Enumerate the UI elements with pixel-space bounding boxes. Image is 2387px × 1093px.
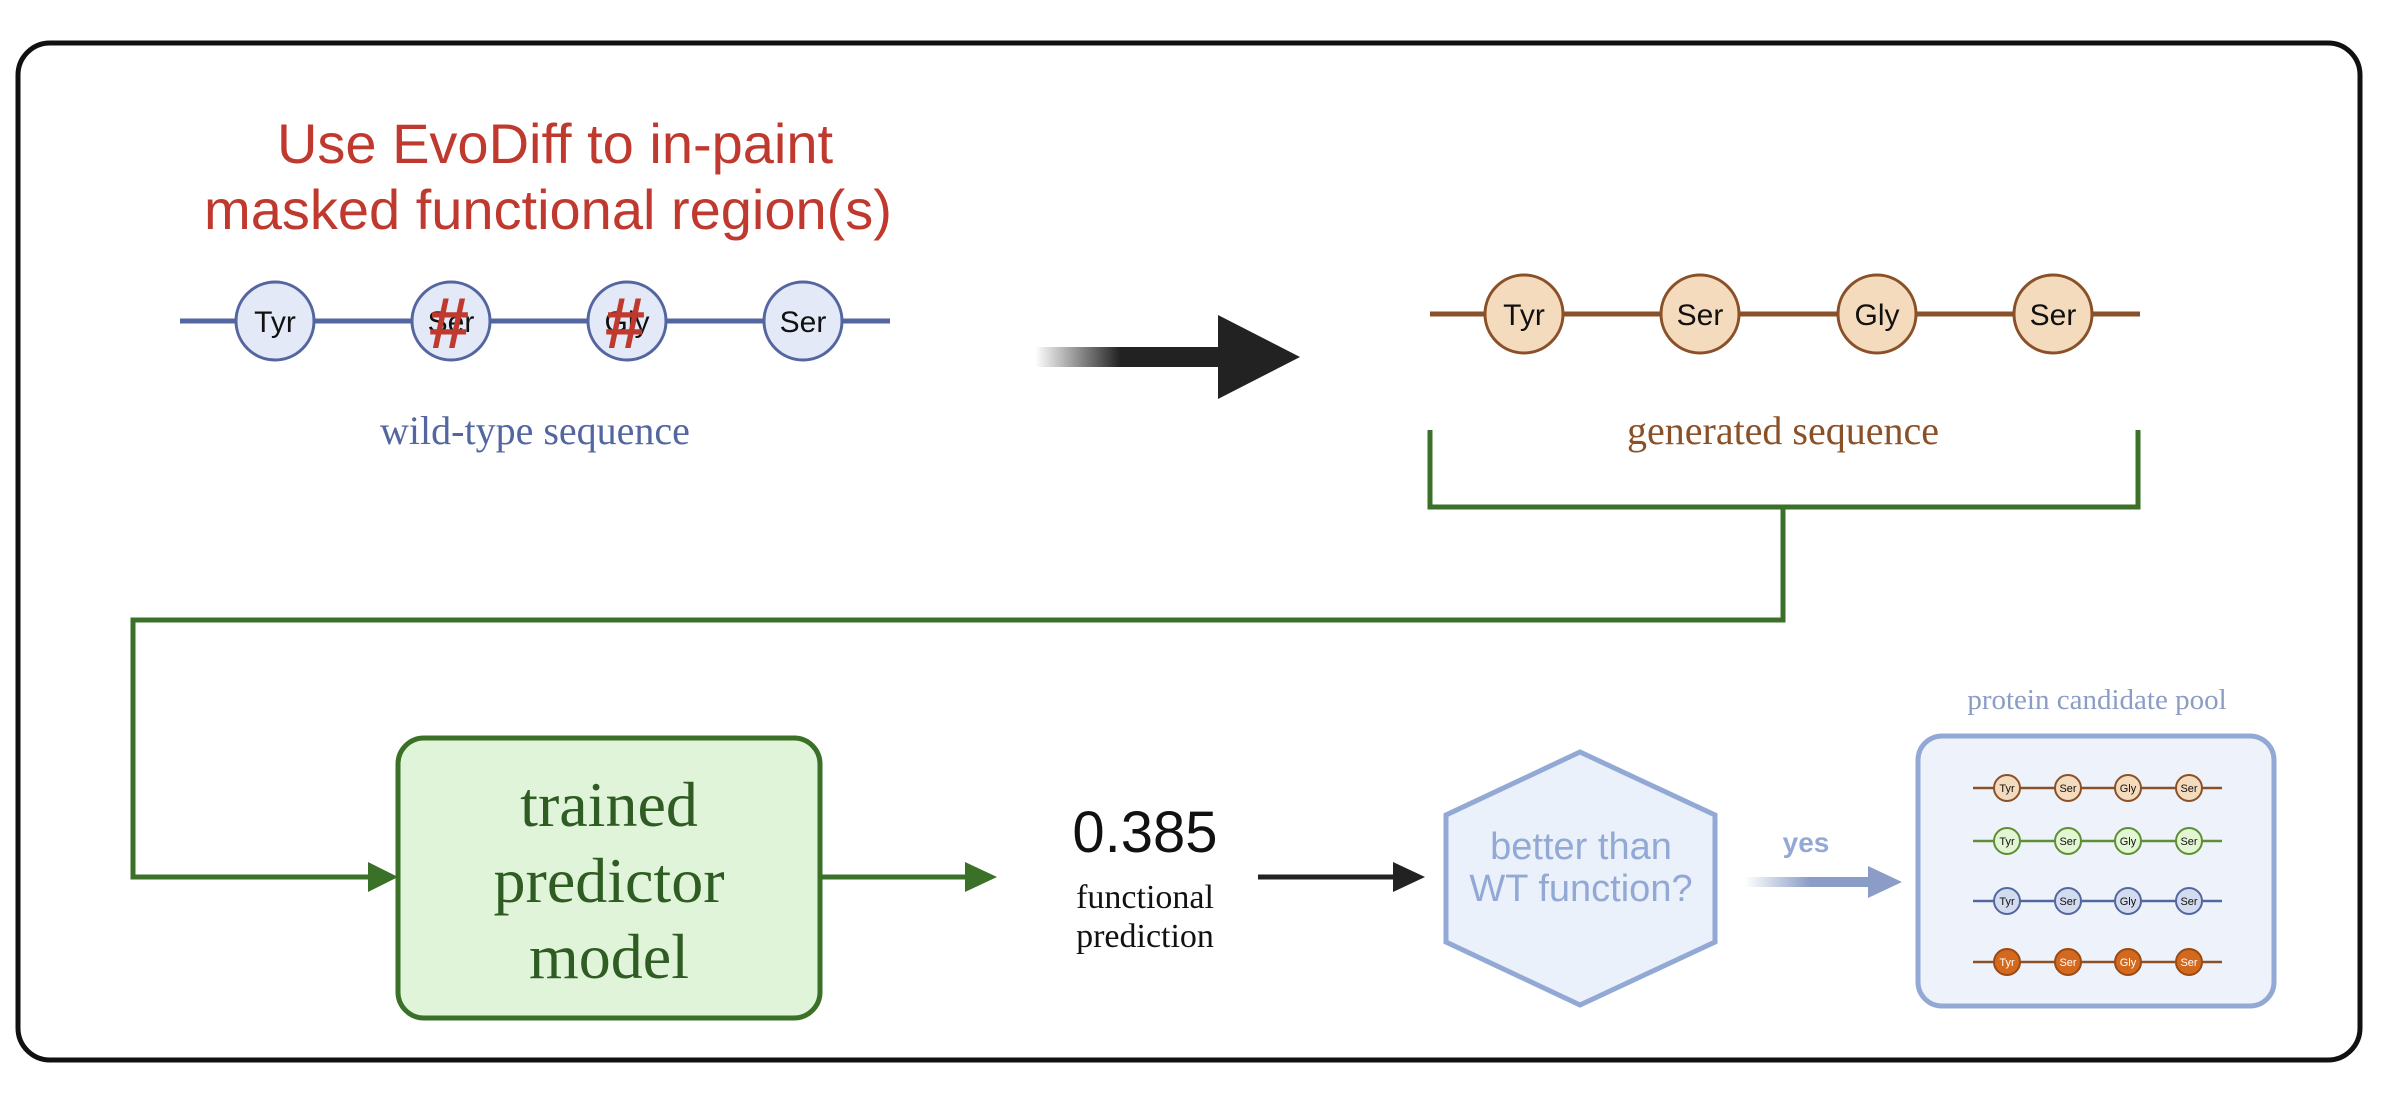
connector-line: [130, 507, 1786, 880]
gen-residue-1-label: Tyr: [1503, 299, 1545, 332]
pool-title: protein candidate pool: [1967, 684, 2226, 716]
wt-residue-2-masked: Ser #: [410, 280, 492, 364]
predictor-model-box: trained predictor model: [395, 735, 823, 1021]
title-line-2: masked functional region(s): [204, 178, 892, 241]
decision-hexagon: better than WT function?: [1443, 749, 1718, 1008]
mask-hash-icon: #: [605, 284, 645, 364]
gen-residue-4-label: Ser: [2030, 299, 2077, 332]
wild-type-label: wild-type sequence: [380, 408, 690, 453]
pool-row-4-residue-3: [2114, 948, 2142, 976]
wt-residue-2-label: Ser: [428, 306, 475, 339]
title-line-1: Use EvoDiff to in-paint: [277, 112, 834, 175]
pool-row-2-residue-2-label: Ser: [2059, 836, 2076, 848]
functional-prediction: 0.385 functional prediction: [1072, 800, 1217, 955]
connector-arrowhead: [368, 862, 398, 892]
pool-row-4-residue-4: [2175, 948, 2203, 976]
pool-row-4-residue-4-label: Ser: [2180, 957, 2197, 969]
pool-row-3-residue-4: [2175, 887, 2203, 915]
gen-residue-2-label: Ser: [1677, 299, 1724, 332]
pool-row-3-residue-2: [2054, 887, 2082, 915]
pool-row-1-residue-3: [2114, 774, 2142, 802]
gen-residue-2: Ser: [1659, 273, 1741, 355]
wt-residue-3-label: Gly: [605, 306, 650, 339]
predictor-output-arrow: [820, 862, 997, 892]
pool-box: [1915, 733, 2277, 1009]
pool-row-4-residue-2: [2054, 948, 2082, 976]
pool-row-2-residue-1-label: Tyr: [1999, 836, 2015, 848]
pool-row-4-residue-1: [1993, 948, 2021, 976]
pool-row-2-residue-4-label: Ser: [2180, 836, 2197, 848]
pool-row-4-residue-3-label: Gly: [2120, 957, 2137, 969]
gen-residue-3: Gly: [1836, 273, 1918, 355]
yes-label: yes: [1783, 827, 1830, 858]
generated-label: generated sequence: [1627, 408, 1939, 453]
pool-row-2-residue-1: [1993, 827, 2021, 855]
yes-arrow: yes: [1745, 827, 1902, 898]
wt-residue-1-label: Tyr: [254, 306, 296, 339]
pool-row-2-residue-2: [2054, 827, 2082, 855]
pool-row-2-residue-3: [2114, 827, 2142, 855]
mask-hash-icon: #: [429, 284, 469, 364]
pool-row-1-residue-2-label: Ser: [2059, 783, 2076, 795]
pool-row-1-residue-1: [1993, 774, 2021, 802]
gen-residue-4: Ser: [2012, 273, 2094, 355]
pool-row-3-residue-1: [1993, 887, 2021, 915]
pool-row-3-residue-4-label: Ser: [2180, 896, 2197, 908]
prediction-value: 0.385: [1072, 800, 1217, 865]
pool-row-4-residue-2-label: Ser: [2059, 957, 2076, 969]
pool-row-3-residue-2-label: Ser: [2059, 896, 2076, 908]
wt-residue-1: Tyr: [234, 280, 316, 362]
pool-row-1-residue-4-label: Ser: [2180, 783, 2197, 795]
inpaint-arrow: [1035, 315, 1300, 399]
pool-row-1-residue-4: [2175, 774, 2203, 802]
gen-residue-1: Tyr: [1483, 273, 1565, 355]
gen-residue-3-label: Gly: [1855, 299, 1900, 332]
generated-sequence: Tyr Ser Gly Ser generated sequence: [1430, 273, 2140, 453]
flow-connector: [130, 430, 2141, 892]
predictor-line-1: trained: [520, 769, 698, 840]
prediction-to-decision-arrow: [1258, 862, 1425, 892]
wild-type-sequence: Tyr Ser # Gly # Ser wild-type sequence: [180, 280, 890, 453]
pool-row-4-residue-1-label: Tyr: [1999, 957, 2015, 969]
predictor-line-2: predictor: [494, 845, 725, 916]
pool-row-1-residue-2: [2054, 774, 2082, 802]
prediction-label-line-2: prediction: [1076, 918, 1214, 955]
decision-line-1: better than: [1490, 826, 1672, 868]
wt-residue-3-masked: Gly #: [586, 280, 668, 364]
wt-residue-4-label: Ser: [780, 306, 827, 339]
pool-row-3-residue-3-label: Gly: [2120, 896, 2137, 908]
pool-row-2-residue-3-label: Gly: [2120, 836, 2137, 848]
prediction-label-line-1: functional: [1076, 879, 1214, 916]
pool-row-2-residue-4: [2175, 827, 2203, 855]
pool-row-3-residue-3: [2114, 887, 2142, 915]
wt-residue-4: Ser: [762, 280, 844, 362]
decision-line-2: WT function?: [1469, 868, 1692, 910]
pool-row-1-residue-1-label: Tyr: [1999, 783, 2015, 795]
pool-row-3-residue-1-label: Tyr: [1999, 896, 2015, 908]
pool-row-1-residue-3-label: Gly: [2120, 783, 2137, 795]
predictor-line-3: model: [529, 921, 689, 992]
